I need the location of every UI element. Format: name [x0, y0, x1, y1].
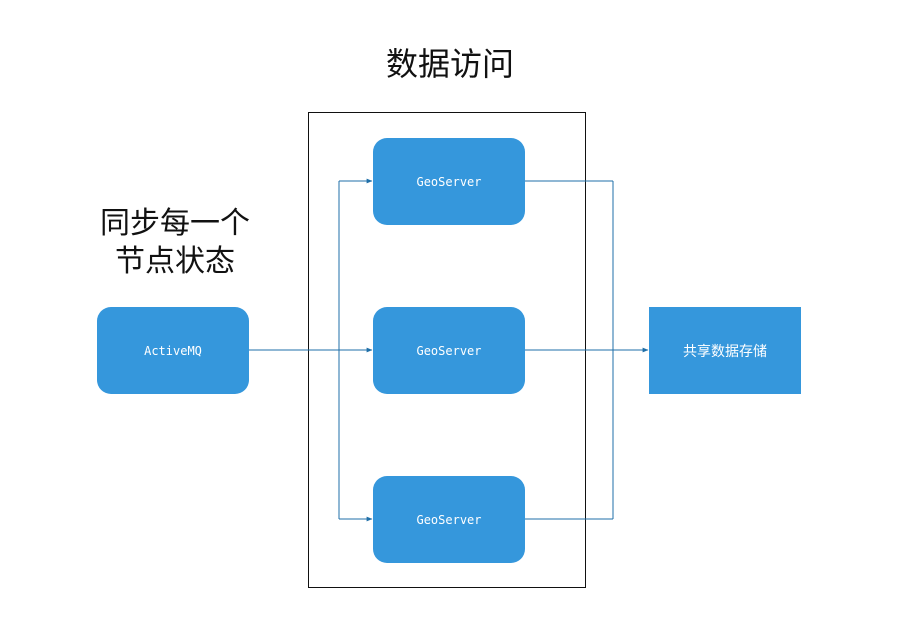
diagram-title: 数据访问 — [385, 45, 514, 83]
activemq-node[interactable]: ActiveMQ — [97, 307, 249, 394]
geoserver-node-1[interactable]: GeoServer — [373, 138, 525, 225]
shared-storage-node[interactable]: 共享数据存储 — [649, 307, 801, 394]
sync-state-label-line1: 同步每一个 — [100, 206, 250, 241]
sync-state-label-line2: 节点状态 — [115, 244, 235, 279]
geoserver-node-2[interactable]: GeoServer — [373, 307, 525, 394]
geoserver-node-3[interactable]: GeoServer — [373, 476, 525, 563]
sync-state-label: 同步每一个 节点状态 — [80, 205, 270, 281]
